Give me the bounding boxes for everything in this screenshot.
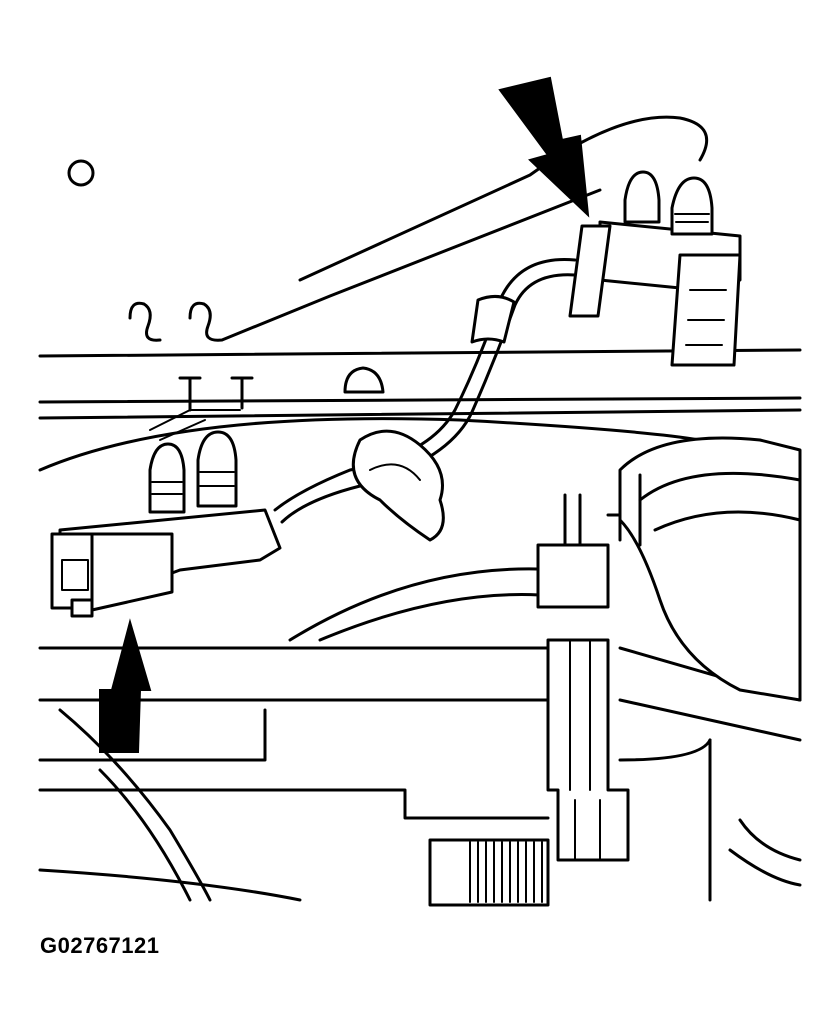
housing-collar (618, 473, 642, 547)
pin-guide-lines (149, 409, 241, 441)
lower-valve-latch (70, 598, 94, 618)
mount-stud (343, 366, 385, 394)
upper-valve-port-right (670, 176, 714, 236)
harness-tape-upper (470, 295, 516, 344)
lower-valve-terminal (61, 559, 89, 591)
lower-frame (38, 788, 550, 820)
bracket-step (38, 708, 267, 762)
cable-bottom (38, 868, 302, 902)
rail-upper (38, 396, 802, 404)
cable-left-a (58, 708, 212, 902)
crossmember-bottom (38, 698, 802, 742)
housing-arc-inner (318, 593, 542, 642)
vacuum-line-upper (188, 188, 602, 342)
housing-arc (288, 567, 562, 642)
clamp-block (536, 543, 610, 609)
upper-valve-end-cap (670, 253, 742, 367)
upper-valve-port-ribs (674, 213, 710, 223)
fastener-hole (67, 159, 95, 187)
indicator-arrows (99, 76, 590, 753)
harness-clip (351, 429, 445, 542)
arrow-upper-icon (498, 76, 590, 218)
arrow-lower-icon (99, 618, 152, 753)
wiring-harness (273, 258, 577, 542)
crossmember-top (38, 646, 802, 702)
figure-id-label: G02767121 (40, 933, 160, 958)
vertical-bracket-detail (569, 639, 601, 861)
lower-valve-port-left (148, 442, 186, 514)
lower-solenoid-valve (50, 430, 282, 618)
harness-clip-detail (369, 463, 421, 481)
housing-lower-lines (708, 738, 802, 902)
rail-lower (38, 408, 802, 420)
harness-wire-b (280, 273, 577, 524)
vertical-bracket (546, 638, 630, 862)
harness-wire-a (273, 258, 577, 512)
upper-solenoid-valve (568, 170, 742, 367)
ribbed-block-fins (469, 841, 543, 903)
lower-valve-port-right (196, 430, 238, 508)
upper-valve-port-left (623, 170, 661, 224)
lower-valve-port-ribs (151, 471, 235, 495)
mounting-pins (178, 376, 254, 412)
ribbed-block (428, 838, 550, 907)
housing-lower-arc (618, 738, 712, 762)
upper-valve-cap-slots (685, 289, 727, 346)
panel-contour (38, 417, 702, 472)
hose-clip-left (128, 301, 162, 342)
upper-valve-connector (568, 224, 612, 318)
housing-outer (618, 436, 802, 702)
housing-ring-2 (653, 510, 802, 532)
housing-ring-1 (638, 471, 802, 502)
lower-valve-housing (90, 532, 174, 612)
